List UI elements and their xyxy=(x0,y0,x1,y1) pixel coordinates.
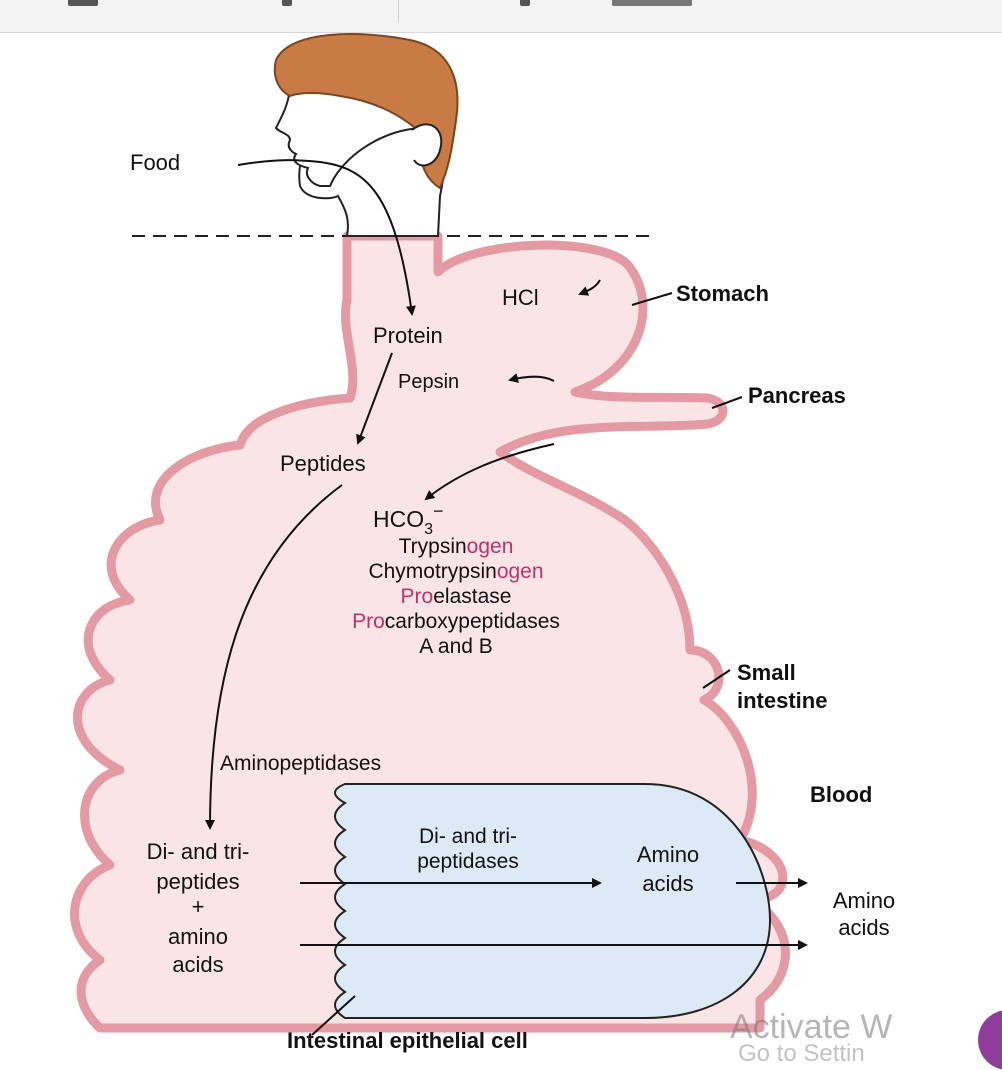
label-cell-amino-2: acids xyxy=(642,871,693,896)
label-blood-amino-2: acids xyxy=(838,915,889,940)
person-head xyxy=(275,34,458,236)
label-amino-1: amino xyxy=(168,924,228,949)
label-cell-di-tri-1: Di- and tri- xyxy=(419,825,517,848)
label-peptides: Peptides xyxy=(280,451,366,476)
label-pancreas: Pancreas xyxy=(748,383,846,408)
label-di-tri-2: peptides xyxy=(156,869,239,894)
label-blood-amino-1: Amino xyxy=(833,888,895,913)
label-trypsinogen: Trypsinogen xyxy=(399,535,514,558)
label-small-intestine-2: intestine xyxy=(737,688,827,713)
toolbar-icon[interactable] xyxy=(520,0,530,6)
label-protein: Protein xyxy=(373,323,443,348)
label-cell-amino-1: Amino xyxy=(637,842,699,867)
label-procarboxypeptidases: Procarboxypeptidases xyxy=(352,610,560,633)
label-intestinal-epithelial-cell: Intestinal epithelial cell xyxy=(287,1028,528,1053)
label-amino-2: acids xyxy=(172,952,223,977)
label-plus: + xyxy=(192,894,205,919)
label-pepsin: Pepsin xyxy=(398,371,459,393)
label-blood: Blood xyxy=(810,782,872,807)
label-proelastase: Proelastase xyxy=(401,585,512,608)
label-a-and-b: A and B xyxy=(419,635,493,658)
label-cell-di-tri-2: peptidases xyxy=(417,850,519,873)
label-aminopeptidases: Aminopeptidases xyxy=(220,752,381,775)
label-hcl: HCl xyxy=(502,285,539,310)
toolbar-icon[interactable] xyxy=(282,0,292,6)
toolbar-icon[interactable] xyxy=(612,0,692,6)
protein-digestion-diagram: Food HCl Stomach Protein Pepsin Pancreas… xyxy=(0,32,1002,1054)
epithelial-cell xyxy=(335,784,770,1018)
label-chymotrypsinogen: Chymotrypsinogen xyxy=(368,560,543,583)
toolbar xyxy=(0,0,1002,33)
toolbar-icon[interactable] xyxy=(68,0,98,6)
label-small-intestine-1: Small xyxy=(737,660,796,685)
toolbar-separator xyxy=(398,0,399,22)
activation-watermark-settings: Go to Settin xyxy=(738,1040,865,1068)
label-food: Food xyxy=(130,150,180,175)
ear-icon xyxy=(412,124,441,165)
label-stomach: Stomach xyxy=(676,281,769,306)
label-di-tri-1: Di- and tri- xyxy=(147,839,250,864)
